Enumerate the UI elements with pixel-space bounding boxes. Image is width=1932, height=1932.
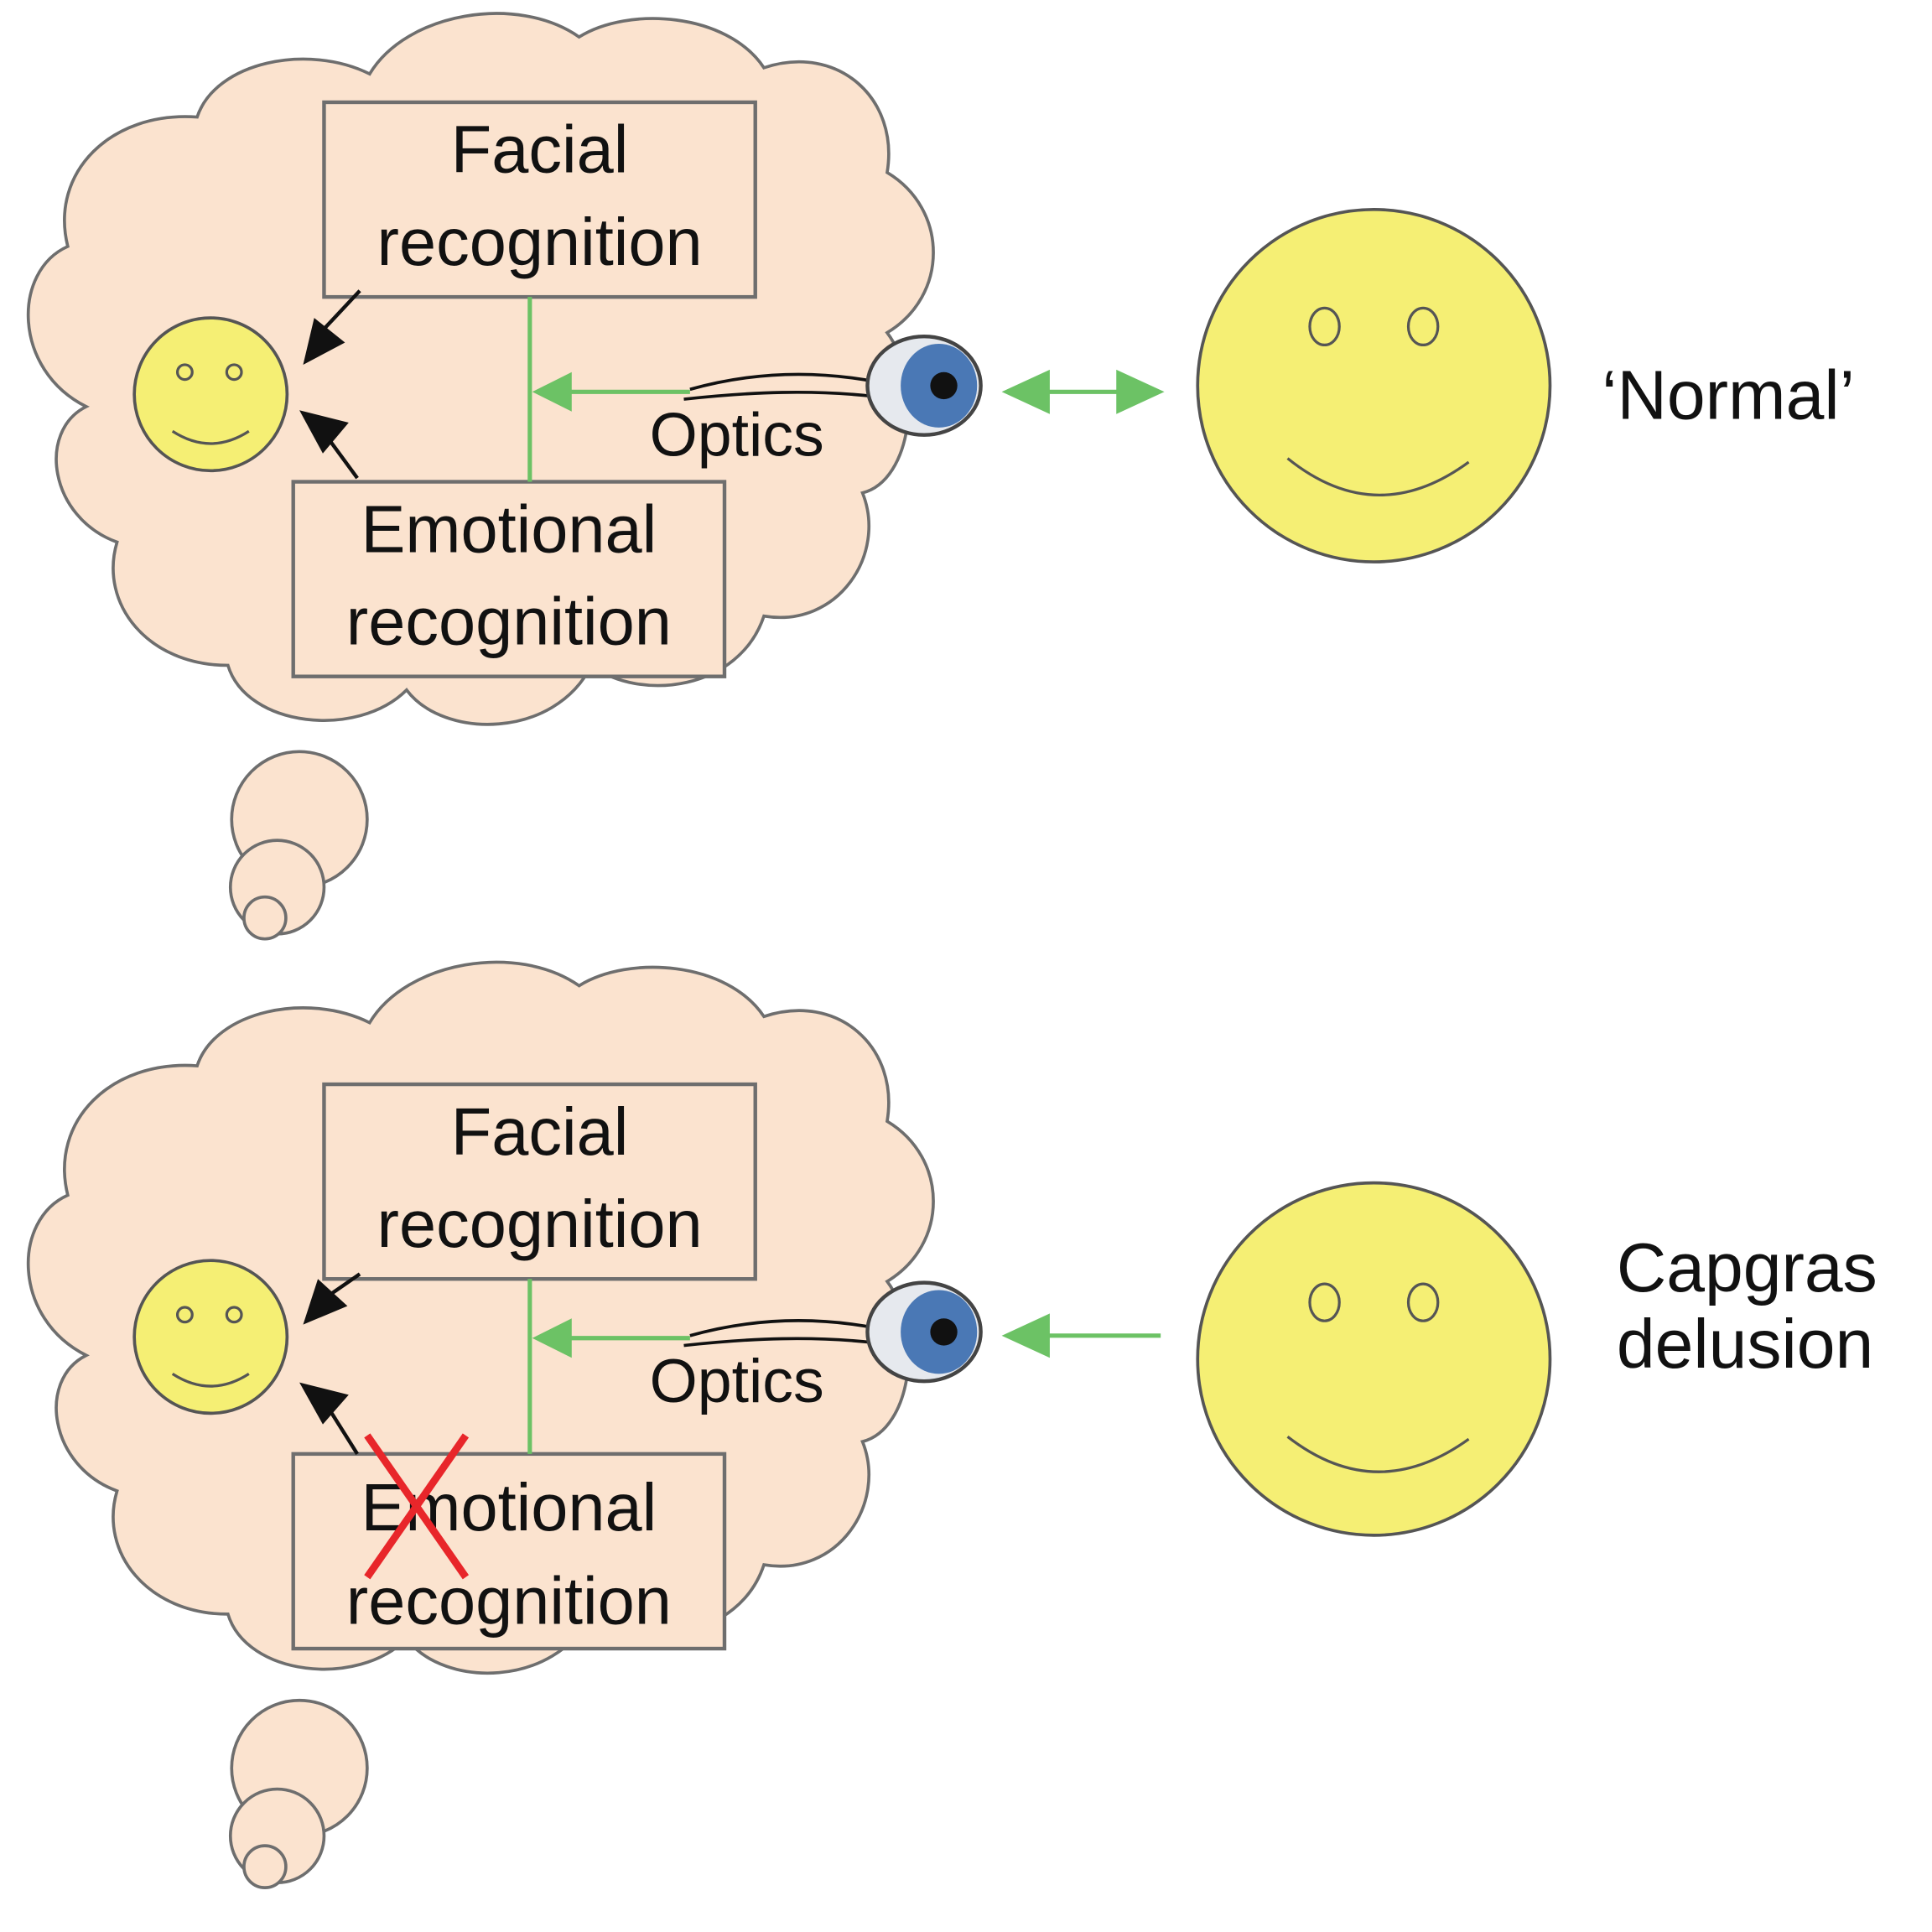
smiley-face-icon — [1196, 207, 1552, 564]
emotional-recognition-label-1: Emotional — [361, 1470, 657, 1545]
facial-recognition-label-1: Facial — [451, 112, 629, 187]
facial-recognition-label-1: Facial — [451, 1094, 629, 1169]
optics-label: Optics — [650, 400, 824, 470]
emotional-recognition-box — [291, 1452, 727, 1651]
facial-recognition-box — [322, 100, 757, 299]
bidirectional-arrow — [1001, 369, 1165, 414]
eye-icon — [683, 334, 983, 437]
emotional-to-percept-arrow — [299, 410, 359, 480]
panel-capgras: Facial recognition Emotional recognition… — [26, 960, 1877, 1889]
facial-recognition-label-2: recognition — [377, 205, 703, 279]
incoming-arrow — [1001, 1313, 1161, 1358]
emotional-to-percept-arrow — [299, 1382, 359, 1456]
emotional-recognition-label-1: Emotional — [361, 491, 657, 566]
capgras-label-2: delusion — [1617, 1306, 1873, 1383]
facial-recognition-label-2: recognition — [377, 1187, 703, 1261]
red-cross-icon — [364, 1433, 470, 1580]
eye-icon — [683, 1280, 983, 1384]
optic-arrowhead — [532, 371, 572, 412]
emotional-recognition-label-2: recognition — [346, 584, 672, 658]
optic-arrowhead — [532, 1318, 572, 1358]
emotional-recognition-label-2: recognition — [346, 1564, 672, 1639]
smiley-face-icon — [132, 1259, 289, 1415]
smiley-face-icon — [132, 316, 289, 473]
panel-normal: Facial recognition Emotional recognition… — [26, 12, 1855, 941]
facial-to-percept-arrow — [303, 289, 361, 365]
emotional-recognition-box — [291, 480, 727, 678]
smiley-face-icon — [1196, 1181, 1552, 1537]
normal-label: ‘Normal’ — [1602, 358, 1855, 434]
facial-to-percept-arrow — [303, 1272, 361, 1325]
optics-label: Optics — [650, 1346, 824, 1415]
capgras-label-1: Capgras — [1617, 1230, 1877, 1306]
facial-recognition-box — [322, 1082, 757, 1281]
